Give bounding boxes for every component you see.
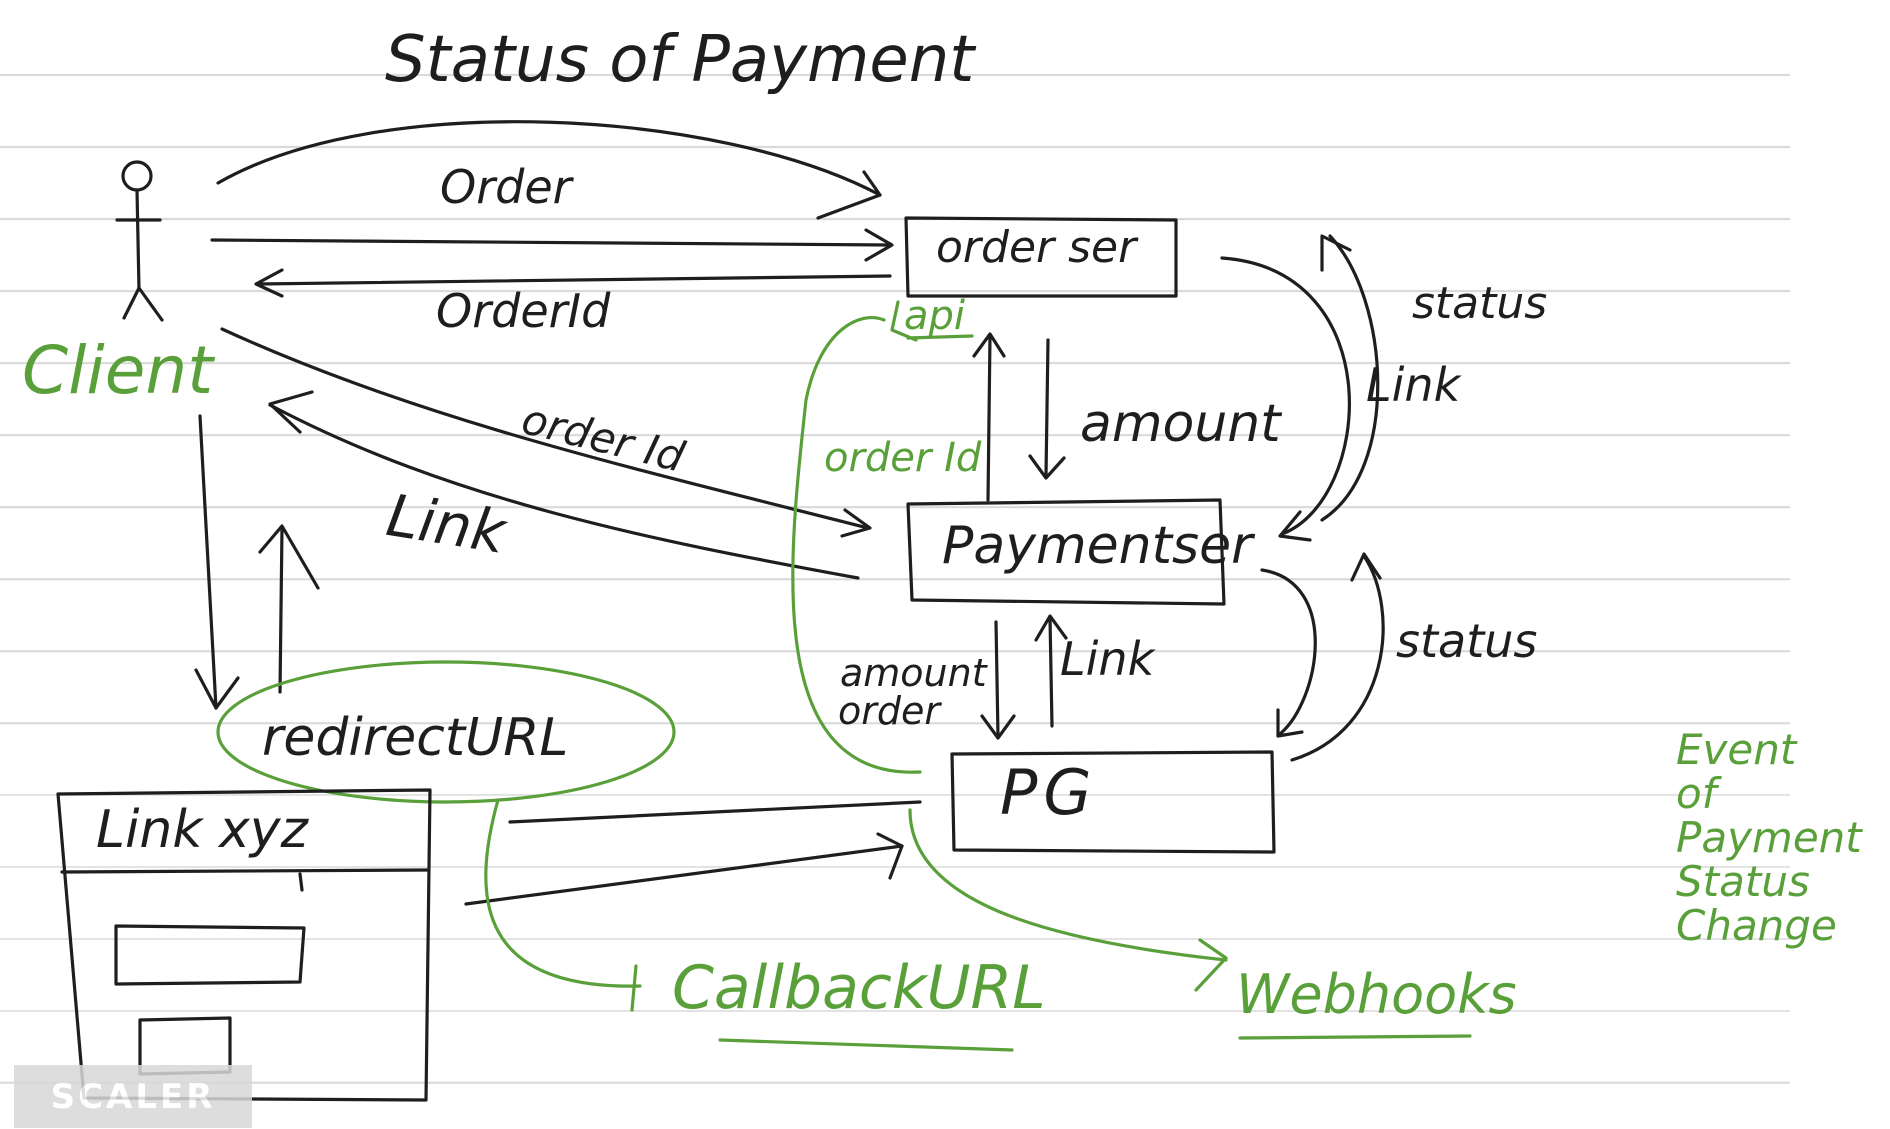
pg-label: PG — [1000, 756, 1098, 829]
client-label: Client — [22, 332, 214, 409]
client-to-payment-arrow — [220, 327, 870, 530]
link-right-label: Link — [1366, 358, 1461, 412]
event-note-line: Status — [1676, 857, 1810, 907]
status-top-label: status — [1412, 278, 1548, 329]
link-left-label: Link — [382, 481, 511, 567]
order-service-box — [904, 216, 1178, 298]
order-id-top-label: OrderId — [436, 284, 611, 338]
payment-service-box — [906, 498, 1226, 606]
amount-left-label: amount — [840, 651, 987, 695]
redirect-url-ellipse — [216, 660, 676, 804]
order-left-label: order — [838, 689, 940, 733]
order-label: Order — [440, 160, 572, 214]
status-bottom-label: status — [1396, 614, 1538, 668]
payment-service-label: Paymentser — [942, 516, 1253, 576]
status-of-payment-label: Status of Payment — [385, 23, 975, 97]
status-of-payment-arrow — [216, 120, 882, 197]
api-label: api — [904, 293, 966, 339]
amount-top-label: amount — [1080, 394, 1281, 454]
order-id-arrow — [256, 274, 892, 286]
order-id-green-label: order Id — [824, 435, 982, 481]
callback-url-label: CallbackURL — [672, 953, 1046, 1023]
redirect-url-label: redirectURL — [262, 708, 569, 768]
watermark-logo: SCALER — [14, 1065, 252, 1128]
order-service-label: order ser — [936, 222, 1137, 273]
link-back-arrow — [268, 403, 860, 580]
event-note: Event of Payment Status Change — [1676, 725, 1862, 951]
order-arrow — [210, 238, 892, 247]
client-actor-icon — [115, 160, 164, 322]
webhooks-label: Webhooks — [1236, 963, 1517, 1026]
link-mid-label: Link — [1060, 632, 1155, 686]
event-note-line: Change — [1676, 901, 1837, 951]
link-xyz-label: Link xyz — [96, 800, 308, 860]
event-note-line: of — [1676, 769, 1717, 819]
event-note-line: Payment — [1676, 813, 1862, 863]
event-note-line: Event — [1676, 725, 1797, 774]
pg-box — [950, 750, 1276, 854]
